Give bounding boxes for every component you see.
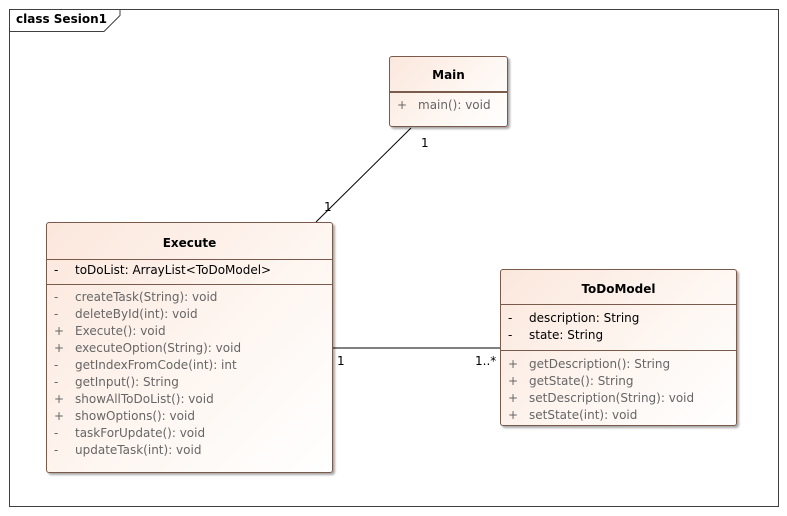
visibility-marker: +	[508, 374, 519, 388]
operation: + Execute(): void	[47, 323, 332, 340]
attribute-compartment	[390, 91, 507, 92]
attribute: - toDoList: ArrayList<ToDoModel>	[47, 262, 332, 279]
operation: + getDescription(): String	[501, 356, 736, 373]
operation-compartment: - createTask(String): void - deleteById(in…	[47, 284, 332, 459]
class-main[interactable]: Main + main(): void	[389, 56, 508, 127]
operation: + executeOption(String): void	[47, 340, 332, 357]
multiplicity-todomodel-end: 1..*	[475, 354, 497, 368]
multiplicity-main-end: 1	[421, 136, 429, 150]
attribute-declaration: toDoList: ArrayList<ToDoModel>	[75, 263, 272, 277]
attribute: - state: String	[501, 327, 736, 344]
operation: + showAllToDoList(): void	[47, 391, 332, 408]
operation: - getIndexFromCode(int): int	[47, 357, 332, 374]
visibility-marker: +	[54, 341, 65, 355]
visibility-marker: +	[508, 408, 519, 422]
visibility-marker: -	[54, 290, 59, 304]
operation: - deleteById(int): void	[47, 306, 332, 323]
operation: - taskForUpdate(): void	[47, 425, 332, 442]
operation: - createTask(String): void	[47, 289, 332, 306]
operation-signature: main(): void	[418, 98, 491, 112]
class-name: Execute	[162, 236, 217, 250]
operation-signature: getIndexFromCode(int): int	[75, 358, 237, 372]
attribute: - description: String	[501, 310, 736, 327]
operation-signature: deleteById(int): void	[75, 307, 198, 321]
operation-signature: getState(): String	[529, 374, 634, 388]
operation-signature: taskForUpdate(): void	[75, 426, 206, 440]
operation-signature: showOptions(): void	[75, 409, 195, 423]
operation-signature: setDescription(String): void	[529, 391, 695, 405]
attribute-declaration: description: String	[529, 311, 640, 325]
visibility-marker: +	[508, 357, 519, 371]
operation: + setState(int): void	[501, 407, 736, 424]
operation-signature: getInput(): String	[75, 375, 179, 389]
visibility-marker: -	[54, 426, 59, 440]
operation-signature: createTask(String): void	[75, 290, 218, 304]
operation: + main(): void	[390, 97, 507, 114]
class-todomodel[interactable]: ToDoModel - description: String - state: S…	[500, 269, 737, 426]
operation-signature: executeOption(String): void	[75, 341, 242, 355]
attribute-compartment: - toDoList: ArrayList<ToDoModel>	[47, 259, 332, 284]
operation-signature: showAllToDoList(): void	[75, 392, 214, 406]
class-name: ToDoModel	[581, 282, 656, 296]
class-name: Main	[432, 68, 465, 82]
operation: + showOptions(): void	[47, 408, 332, 425]
visibility-marker: -	[508, 311, 513, 325]
visibility-marker: -	[54, 443, 59, 457]
visibility-marker: +	[54, 324, 65, 338]
visibility-marker: -	[508, 328, 513, 342]
visibility-marker: +	[54, 409, 65, 423]
attribute-declaration: state: String	[529, 328, 604, 342]
operation-signature: getDescription(): String	[529, 357, 671, 371]
visibility-marker: -	[54, 375, 59, 389]
visibility-marker: -	[54, 263, 59, 277]
operation-signature: updateTask(int): void	[75, 443, 202, 457]
association-main-execute	[315, 127, 412, 223]
visibility-marker: +	[54, 392, 65, 406]
operation-compartment: + main(): void	[390, 92, 507, 114]
diagram-frame	[9, 9, 779, 507]
operation: + getState(): String	[501, 373, 736, 390]
operation-signature: Execute(): void	[75, 324, 166, 338]
operation: - getInput(): String	[47, 374, 332, 391]
operation: - updateTask(int): void	[47, 442, 332, 459]
class-execute[interactable]: Execute - toDoList: ArrayList<ToDoModel>…	[46, 222, 333, 473]
visibility-marker: -	[54, 307, 59, 321]
operation-compartment: + getDescription(): String + getState(): S…	[501, 350, 736, 424]
visibility-marker: +	[508, 391, 519, 405]
visibility-marker: +	[397, 98, 408, 112]
operation: + setDescription(String): void	[501, 390, 736, 407]
visibility-marker: -	[54, 358, 59, 372]
multiplicity-execute-end-main: 1	[324, 200, 332, 214]
multiplicity-execute-end-todomodel: 1	[337, 354, 345, 368]
operation-signature: setState(int): void	[529, 408, 638, 422]
attribute-compartment: - description: String - state: String	[501, 304, 736, 350]
frame-title: class Sesion1	[16, 12, 107, 26]
